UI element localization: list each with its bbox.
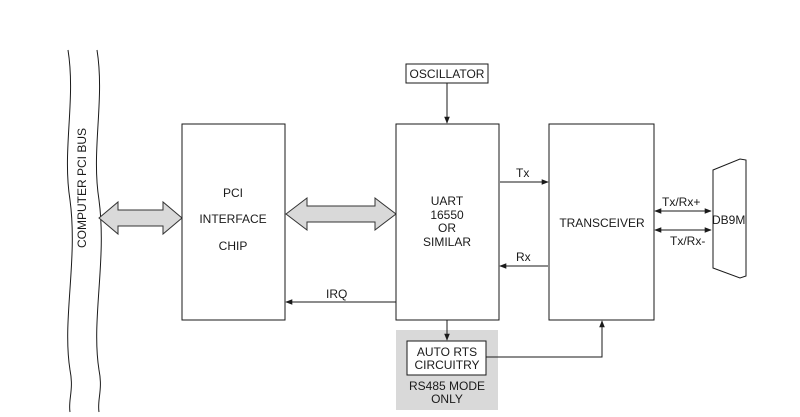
txrx-plus-label: Tx/Rx+ <box>662 195 700 209</box>
irq-label: IRQ <box>326 287 347 301</box>
auto-rts-line-1: AUTO RTS <box>417 345 477 359</box>
transceiver-block <box>548 123 655 321</box>
uart-line-4: SIMILAR <box>423 235 471 249</box>
rs485-note-line-1: RS485 MODE <box>409 379 485 393</box>
uart-line-1: UART <box>431 194 464 208</box>
rs485-note-line-2: ONLY <box>431 392 463 406</box>
uart-line-2: 16550 <box>430 208 464 222</box>
bus-to-pci-arrow <box>98 200 183 236</box>
rx-label: Rx <box>516 250 531 264</box>
pci-interface-line-3: CHIP <box>219 239 248 253</box>
pci-interface-line-2: INTERFACE <box>199 212 266 226</box>
transceiver-label: TRANSCEIVER <box>559 216 645 230</box>
auto-rts-block <box>406 340 487 376</box>
pci-bus: COMPUTER PCI BUS <box>66 49 102 413</box>
auto-rts-line-2: CIRCUITRY <box>414 358 479 372</box>
oscillator-label: OSCILLATOR <box>410 67 485 81</box>
pci-bus-label: COMPUTER PCI BUS <box>75 128 89 248</box>
auto-rts-to-transceiver-arrow <box>486 320 605 358</box>
pci-interface-line-1: PCI <box>223 186 243 200</box>
pci-interface-block <box>181 123 286 321</box>
uart-line-3: OR <box>438 221 456 235</box>
uart-block <box>395 123 500 321</box>
pci-to-uart-arrow <box>285 196 397 232</box>
db9m-connector <box>712 158 747 279</box>
tx-label: Tx <box>516 166 529 180</box>
txrx-minus-label: Tx/Rx- <box>670 234 705 248</box>
db9m-label: DB9M <box>712 213 745 227</box>
